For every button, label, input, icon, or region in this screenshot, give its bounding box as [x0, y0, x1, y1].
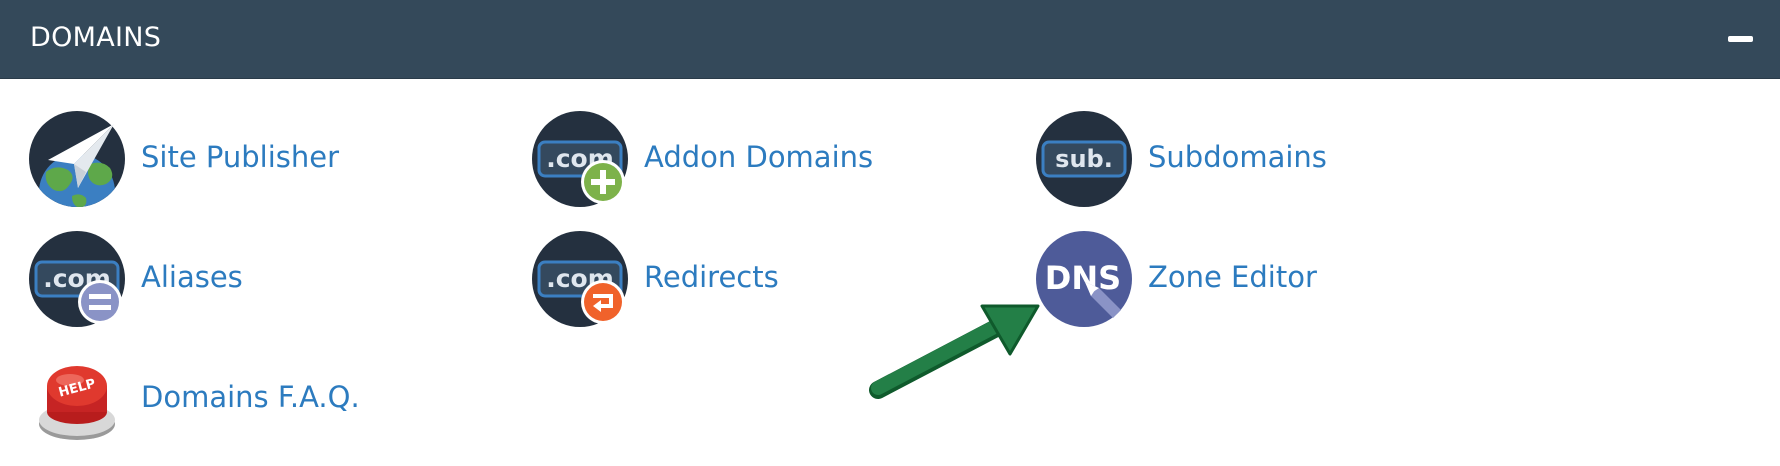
- dns-pencil-icon: DNS: [1035, 230, 1133, 328]
- zone-editor-link[interactable]: DNS Zone Editor: [1035, 230, 1355, 330]
- site-publisher-link[interactable]: Site Publisher: [28, 110, 348, 210]
- paper-plane-globe-icon: [28, 110, 126, 208]
- panel-title: DOMAINS: [30, 22, 162, 53]
- sub-text: sub.: [1055, 145, 1113, 173]
- help-button-icon: HELP: [28, 350, 126, 448]
- addon-domains-link[interactable]: .com Addon Domains: [531, 110, 874, 210]
- aliases-link[interactable]: .com Aliases: [28, 230, 348, 330]
- panel-header[interactable]: DOMAINS: [0, 0, 1780, 79]
- minus-icon: [1728, 36, 1753, 42]
- subdomains-link[interactable]: sub. Subdomains: [1035, 110, 1355, 210]
- redirects-label: Redirects: [644, 260, 779, 294]
- collapse-button[interactable]: [1720, 27, 1760, 51]
- annotation-arrow-icon: [869, 304, 1040, 399]
- zone-editor-label: Zone Editor: [1148, 260, 1317, 294]
- subdomains-label: Subdomains: [1148, 140, 1327, 174]
- site-publisher-label: Site Publisher: [141, 140, 340, 174]
- redirects-link[interactable]: .com Redirects: [531, 230, 851, 330]
- dns-text: DNS: [1045, 259, 1121, 297]
- com-plus-icon: .com: [531, 110, 629, 208]
- aliases-label: Aliases: [141, 260, 243, 294]
- sub-icon: sub.: [1035, 110, 1133, 208]
- domains-faq-label: Domains F.A.Q.: [141, 380, 360, 414]
- domains-faq-link[interactable]: HELP Domains F.A.Q.: [28, 350, 368, 450]
- addon-domains-label: Addon Domains: [644, 140, 874, 174]
- com-redirect-icon: .com: [531, 230, 629, 328]
- com-equals-icon: .com: [28, 230, 126, 328]
